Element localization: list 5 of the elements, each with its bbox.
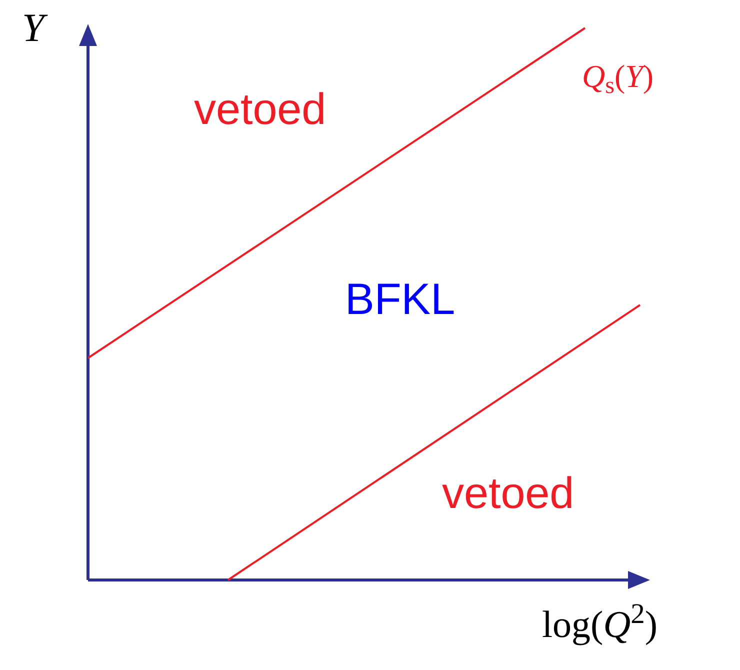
- region-label: vetoed: [442, 472, 574, 516]
- axis-label: log(Q$^{2}$): [542, 606, 658, 644]
- region-label: vetoed: [194, 88, 326, 132]
- region-label: BFKL: [345, 278, 456, 322]
- curve-label: Q$_{s}$(Y): [582, 60, 654, 92]
